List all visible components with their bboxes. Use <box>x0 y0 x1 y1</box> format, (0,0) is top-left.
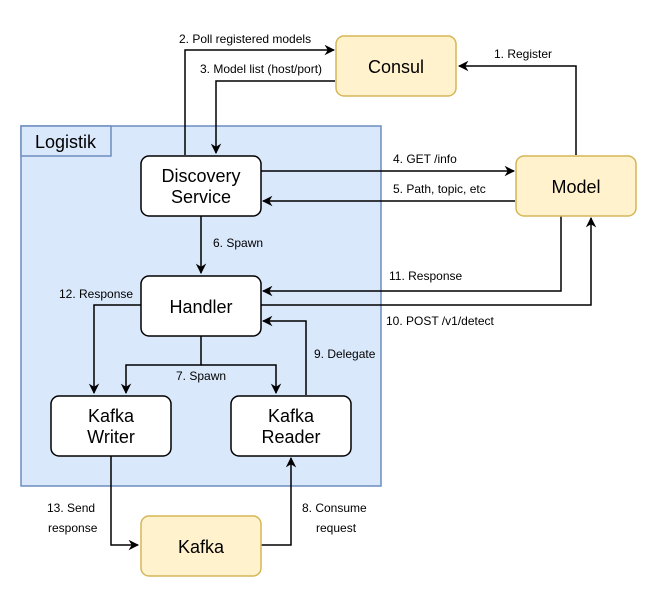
edge-label-consume-2: request <box>316 521 357 535</box>
node-discovery-label-2: Service <box>171 187 231 207</box>
node-handler-label: Handler <box>169 297 232 317</box>
edge-label-get-info: 4. GET /info <box>393 152 457 166</box>
edge-send-response <box>110 456 140 551</box>
node-model: Model <box>515 155 637 217</box>
node-discovery-label-1: Discovery <box>161 166 240 186</box>
edge-label-poll: 2. Poll registered models <box>179 32 311 46</box>
edge-label-consume-1: 8. Consume <box>302 501 367 515</box>
edge-label-path-topic: 5. Path, topic, etc <box>393 182 486 196</box>
edge-response-model <box>261 216 562 297</box>
edge-label-response-model: 11. Response <box>389 269 462 283</box>
edge-label-spawn: 7. Spawn <box>176 369 226 383</box>
edge-spawn-reader <box>201 364 282 395</box>
logistik-group-tab <box>20 125 112 157</box>
node-handler: Handler <box>140 275 262 337</box>
edge-delegate <box>261 315 307 395</box>
edge-label-spawn-handler: 6. Spawn <box>213 236 263 250</box>
edge-label-response-writer: 12. Response <box>59 287 133 301</box>
node-consul: Consul <box>335 35 457 97</box>
edge-poll-models <box>184 44 336 155</box>
node-kafka-writer: Kafka Writer <box>50 395 172 457</box>
edge-label-delegate: 9. Delegate <box>314 347 376 361</box>
edge-labels: 1. Register 2. Poll registered models 3.… <box>47 31 553 535</box>
node-kafka-writer-label-1: Kafka <box>88 406 135 426</box>
node-consul-label: Consul <box>368 57 424 77</box>
edge-label-send-2: response <box>48 521 98 535</box>
edge-label-model-list: 3. Model list (host/port) <box>200 62 322 76</box>
node-kafka-writer-label-2: Writer <box>87 427 135 447</box>
edge-label-send-1: 13. Send <box>47 501 95 515</box>
edge-label-register: 1. Register <box>494 47 552 61</box>
edge-label-post-detect: 10. POST /v1/detect <box>386 314 495 328</box>
node-discovery-service: Discovery Service <box>140 155 262 217</box>
edge-post-detect <box>261 216 597 306</box>
edge-spawn-writer <box>120 336 202 395</box>
edge-response-writer <box>88 304 141 395</box>
edge-register <box>457 60 577 155</box>
edge-model-list <box>210 80 335 155</box>
edges <box>88 44 597 551</box>
edge-consume-request <box>261 456 297 546</box>
node-kafka-reader-label-1: Kafka <box>268 406 315 426</box>
node-kafka-reader-label-2: Reader <box>261 427 320 447</box>
logistik-group-label: Logistik <box>35 132 97 152</box>
node-kafka-reader: Kafka Reader <box>230 395 352 457</box>
node-model-label: Model <box>551 177 600 197</box>
node-kafka: Kafka <box>140 515 262 577</box>
node-kafka-label: Kafka <box>178 537 225 557</box>
